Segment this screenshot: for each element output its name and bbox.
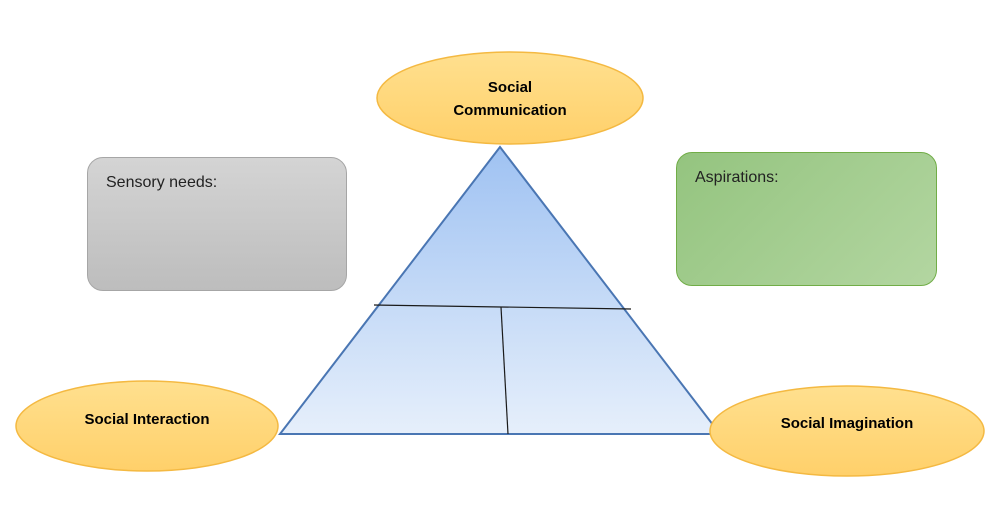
aspirations-box: Aspirations: — [676, 152, 937, 286]
node-social-communication-line1: Social — [488, 79, 532, 96]
node-social-imagination-label: Social Imagination — [781, 415, 914, 432]
node-social-communication-line2: Communication — [453, 102, 566, 119]
node-social-communication-ellipse — [376, 51, 644, 145]
sensory-needs-box: Sensory needs: — [87, 157, 347, 291]
node-social-interaction-label: Social Interaction — [84, 411, 209, 428]
node-social-communication: Social Communication — [376, 51, 644, 145]
triangle-horizontal-divider — [373, 304, 632, 310]
triad-triangle — [277, 145, 723, 435]
node-social-interaction: Social Interaction — [15, 380, 279, 472]
node-social-imagination: Social Imagination — [709, 385, 985, 477]
node-social-interaction-ellipse — [15, 380, 279, 472]
triangle-vertical-divider — [500, 306, 509, 435]
node-social-imagination-ellipse — [709, 385, 985, 477]
sensory-needs-label: Sensory needs: — [106, 174, 218, 191]
aspirations-label: Aspirations: — [695, 169, 779, 186]
